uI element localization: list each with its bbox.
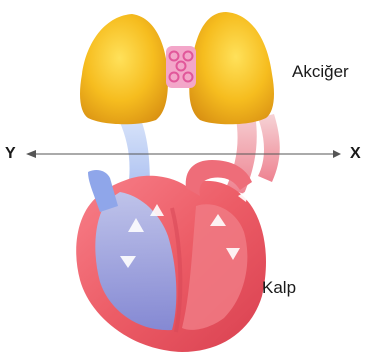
lung-label: Akciğer: [292, 62, 349, 82]
left-lung: [80, 14, 168, 124]
lungs: [80, 12, 274, 124]
pulmonary-vein-right: [258, 114, 280, 182]
axis-line: [26, 150, 340, 158]
right-lung: [189, 12, 274, 124]
trachea: [166, 46, 196, 88]
x-label: X: [350, 145, 361, 163]
left-arrowhead: [26, 150, 36, 158]
heart-label: Kalp: [262, 278, 296, 298]
y-label: Y: [5, 145, 16, 163]
